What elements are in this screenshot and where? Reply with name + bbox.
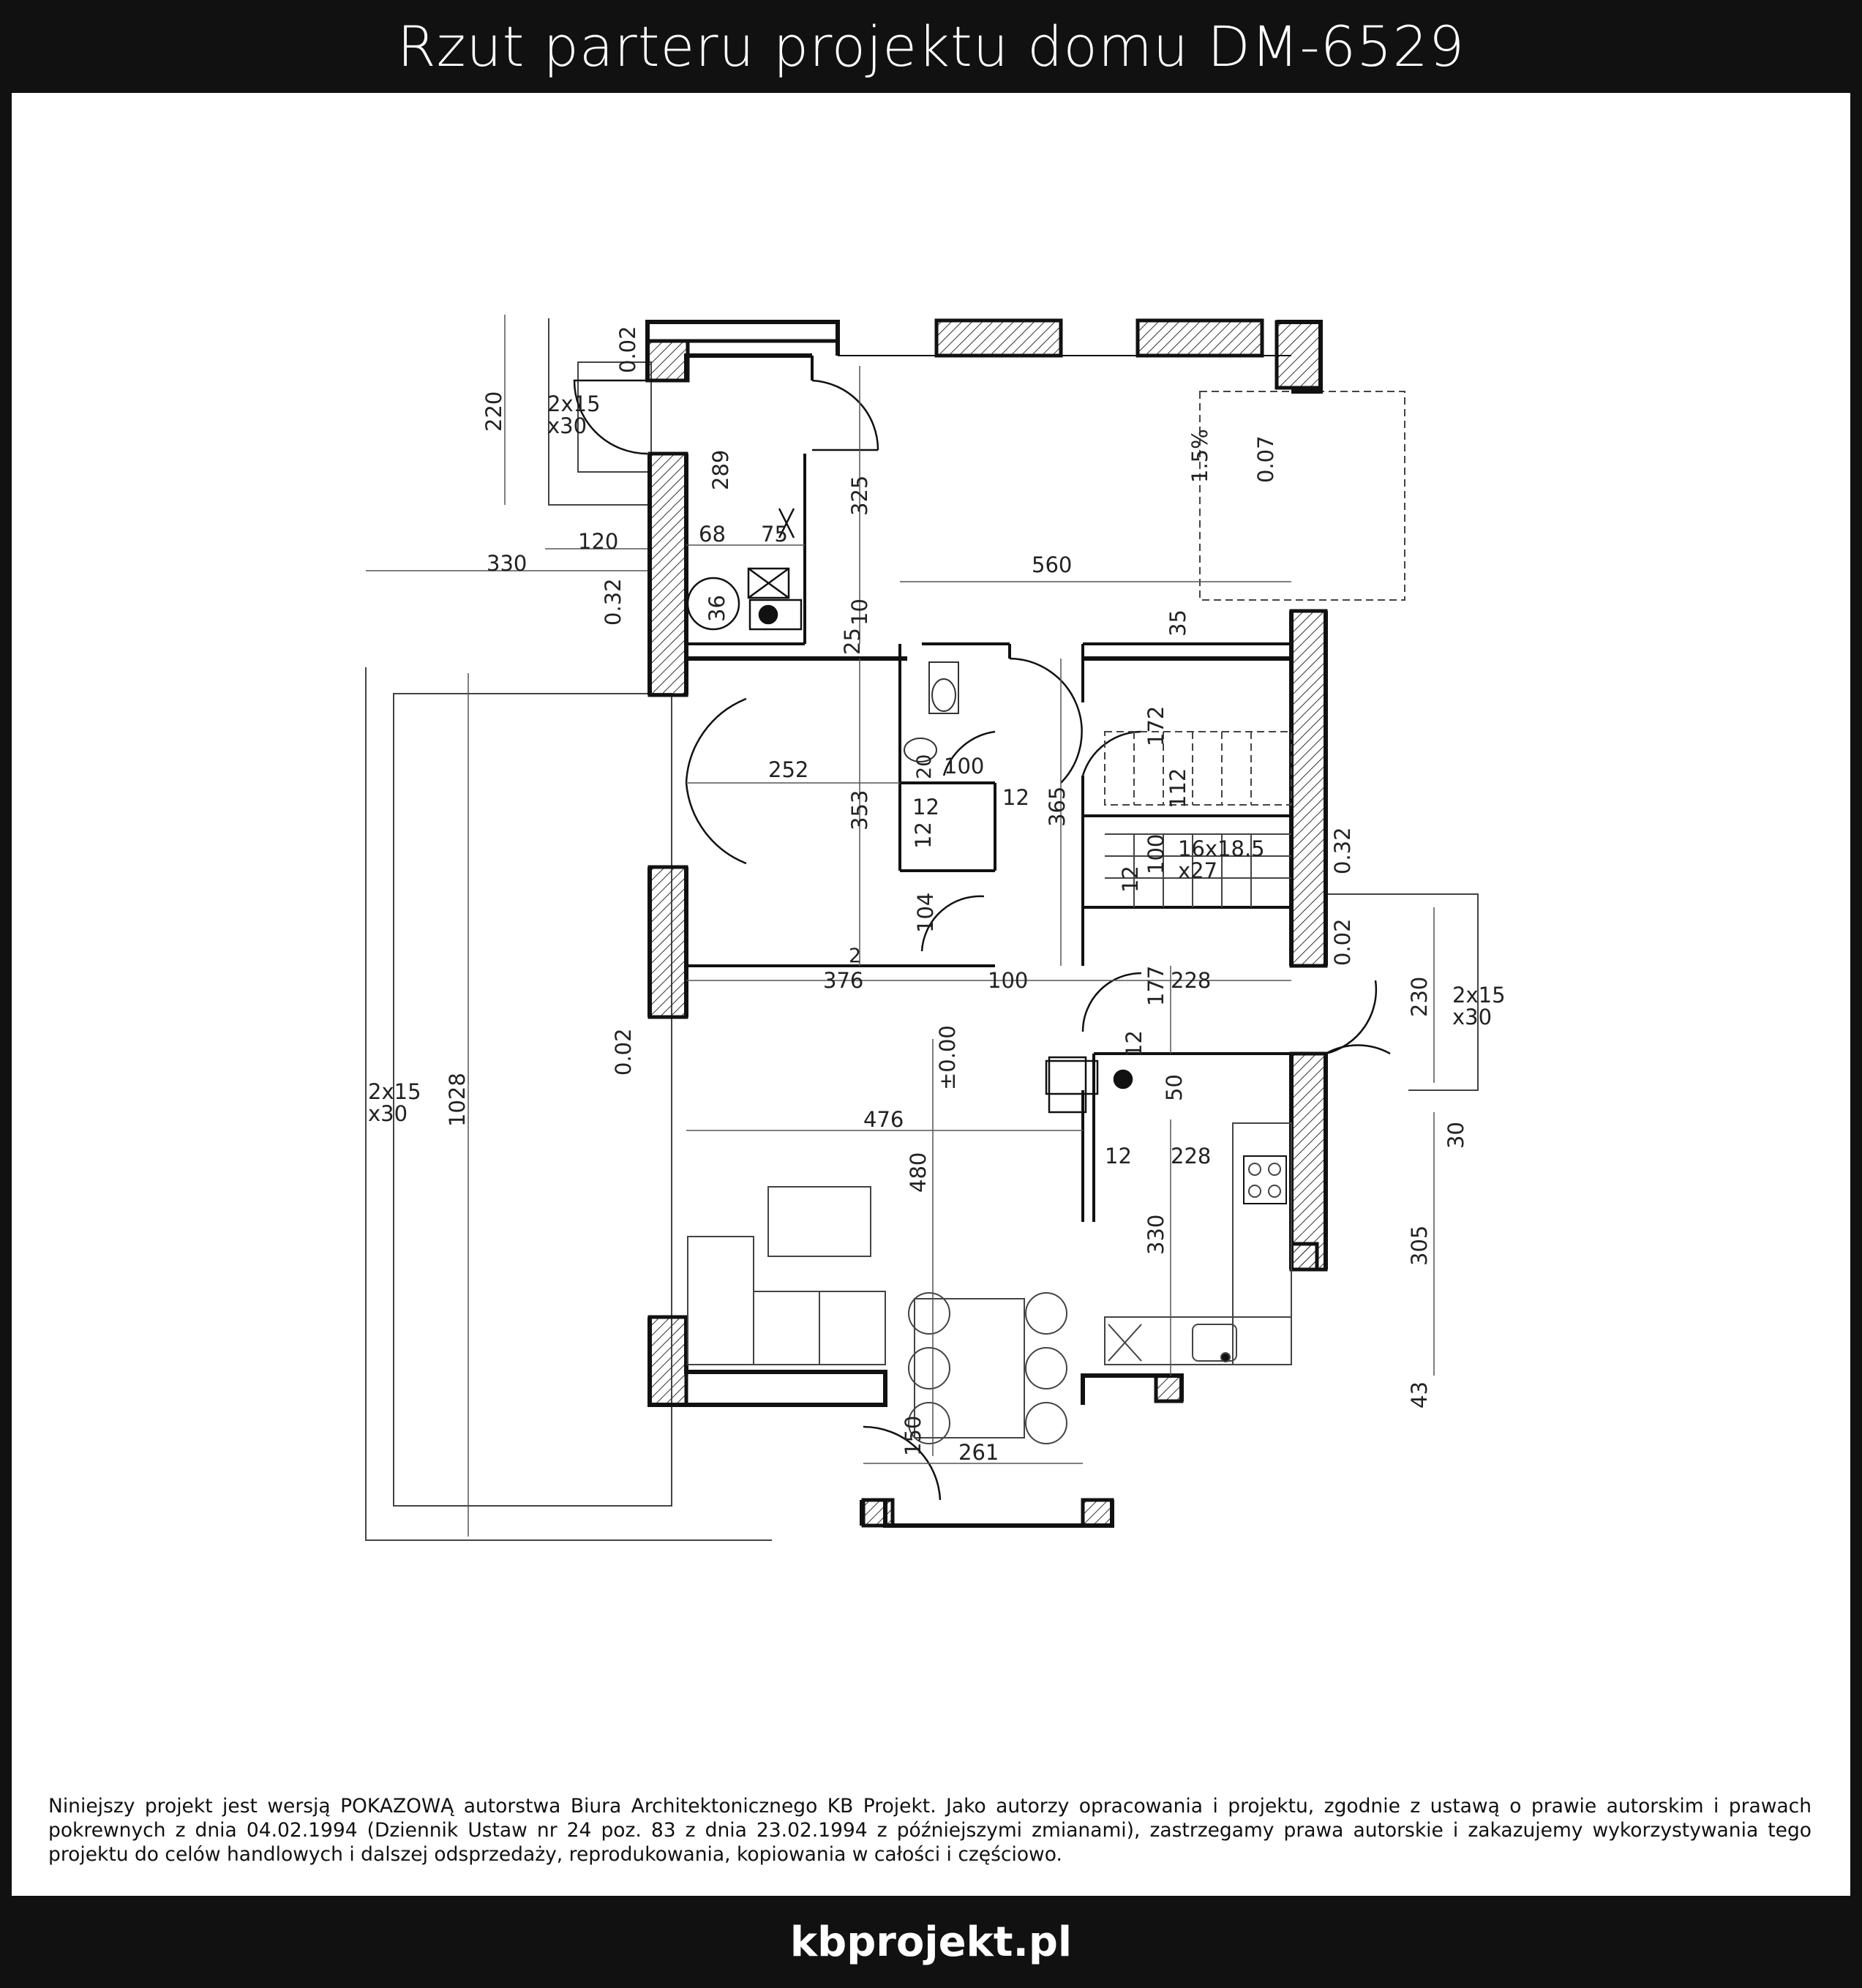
level-0.07: 0.07 — [1253, 435, 1278, 483]
terrace-outlines — [365, 318, 1479, 1541]
staircase — [1104, 731, 1292, 907]
dimension-labels: 220 330 120 68 75 36 289 325 560 10 25 3… — [445, 391, 1468, 1465]
interior-walls — [686, 356, 1291, 1222]
dim-12d: 12 — [1118, 866, 1143, 893]
step-labels: 2x15 x30 2x15 x30 2x15 x30 16x18.5 x27 — [368, 391, 1506, 1126]
dim-12c: 12 — [911, 822, 936, 849]
dim-330b: 330 — [1144, 1215, 1168, 1255]
dim-330: 330 — [487, 551, 527, 576]
dim-12e: 12 — [1122, 1030, 1146, 1057]
kitchen — [1104, 1122, 1292, 1365]
dim-289: 289 — [708, 450, 733, 490]
door-swings — [573, 379, 1391, 1501]
dim-50: 50 — [1162, 1074, 1187, 1101]
bathroom — [904, 661, 959, 762]
dim-261: 261 — [958, 1440, 999, 1465]
stairs-spec-a: 16x18.5 — [1178, 836, 1265, 861]
dim-12b: 12 — [1002, 785, 1029, 810]
dim-365: 365 — [1045, 787, 1070, 827]
dim-2: 2 — [849, 945, 861, 967]
dim-230: 230 — [1407, 977, 1432, 1017]
dim-1028: 1028 — [445, 1073, 470, 1127]
dim-480: 480 — [906, 1152, 931, 1193]
level-0.32-left: 0.32 — [601, 578, 626, 626]
outer-walls — [645, 318, 1328, 1528]
dim-177: 177 — [1144, 966, 1168, 1006]
dim-560: 560 — [1032, 552, 1072, 577]
dim-68: 68 — [699, 522, 726, 547]
dim-120: 120 — [578, 529, 618, 554]
dim-305: 305 — [1407, 1226, 1432, 1266]
dim-325: 325 — [847, 476, 872, 516]
dim-252: 252 — [768, 757, 808, 782]
dim-30: 30 — [1444, 1122, 1468, 1149]
dim-12a: 12 — [912, 795, 939, 819]
dimension-lines — [366, 315, 1435, 1537]
dim-43: 43 — [1407, 1381, 1432, 1409]
dim-100a: 100 — [944, 754, 984, 779]
utility-room — [686, 508, 1133, 1114]
level-0.02-right: 0.02 — [1330, 918, 1355, 966]
steps-entrance-b: x30 — [547, 413, 587, 438]
steps-right-b: x30 — [1452, 1005, 1492, 1029]
dim-10: 10 — [847, 599, 872, 626]
dim-353: 353 — [847, 790, 872, 830]
dim-75: 75 — [761, 522, 788, 547]
footer-brand[interactable]: kbprojekt.pl — [0, 1896, 1862, 1988]
steps-terrace-a: 2x15 — [368, 1079, 421, 1104]
dim-104: 104 — [913, 893, 938, 933]
dim-100c: 100 — [988, 968, 1028, 993]
dim-228b: 228 — [1171, 1144, 1211, 1169]
wall-lines — [645, 320, 1328, 1528]
level-labels: 0.02 0.32 1.5% 0.07 0.32 0.02 0.02 ±0.00 — [601, 326, 1355, 1090]
dim-220: 220 — [481, 391, 506, 432]
page-title: Rzut parteru projektu domu DM-6529 — [0, 0, 1862, 93]
steps-right-a: 2x15 — [1452, 983, 1506, 1008]
dim-228a: 228 — [1171, 968, 1211, 993]
dim-172: 172 — [1144, 706, 1168, 746]
dim-100b: 100 — [1144, 834, 1168, 874]
dim-376: 376 — [823, 968, 863, 993]
level-0.02-entrance: 0.02 — [615, 326, 640, 373]
living-room-furniture — [687, 1186, 1067, 1444]
level-0.32-right: 0.32 — [1330, 827, 1355, 874]
level-slope: 1.5% — [1187, 429, 1212, 483]
dim-12f: 12 — [1105, 1144, 1132, 1169]
dim-476: 476 — [863, 1107, 904, 1132]
steps-entrance-a: 2x15 — [547, 391, 601, 416]
copyright-notice: Niniejszy projekt jest wersją POKAZOWĄ a… — [48, 1795, 1812, 1866]
dim-25: 25 — [840, 628, 865, 655]
steps-terrace-b: x30 — [368, 1101, 408, 1126]
dim-35: 35 — [1165, 609, 1190, 637]
level-0.00: ±0.00 — [935, 1025, 960, 1090]
dim-112: 112 — [1165, 768, 1190, 809]
level-0.02-living: 0.02 — [611, 1028, 636, 1076]
dim-150: 150 — [901, 1416, 926, 1456]
dim-20: 20 — [913, 754, 936, 779]
stairs-spec-b: x27 — [1178, 858, 1217, 883]
dim-36: 36 — [705, 595, 729, 622]
